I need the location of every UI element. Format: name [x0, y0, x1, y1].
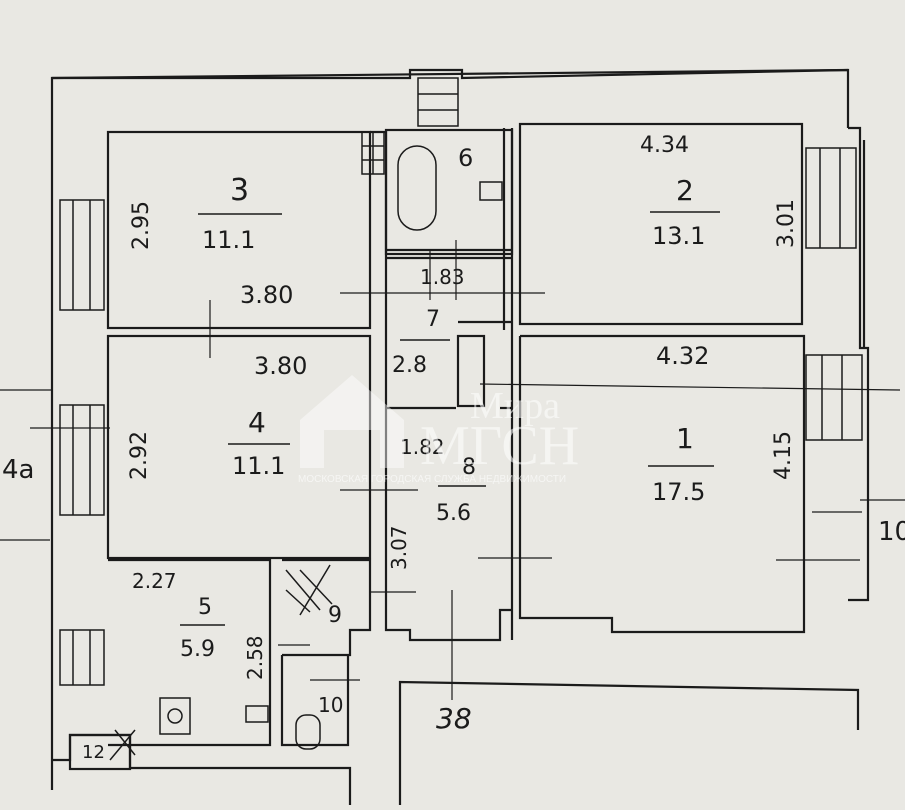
room-2-height: 3.01 [774, 199, 799, 248]
room-4-width: 3.80 [254, 352, 307, 380]
room-2-area: 13.1 [652, 222, 705, 250]
room-1-area: 17.5 [652, 478, 705, 506]
room-12-number: 12 [82, 742, 105, 763]
watermark-tagline: МОСКОВСКАЯ ГОРОДСКАЯ СЛУЖБА НЕДВИЖИМОСТИ [298, 474, 566, 485]
room-3-number: 3 [230, 173, 249, 208]
right-neighbor-label: 10 [878, 517, 905, 547]
watermark: Мира МГСН МОСКОВСКАЯ ГОРОДСКАЯ СЛУЖБА НЕ… [298, 375, 579, 485]
left-neighbor-label: 4a [2, 455, 34, 485]
room-5-number: 5 [198, 595, 212, 620]
room-7-number: 7 [426, 307, 440, 332]
room-4-number: 4 [248, 406, 266, 439]
stair-label: 38 [436, 702, 472, 735]
room-10-number: 10 [318, 693, 343, 717]
room-9-number: 9 [328, 603, 342, 628]
room-2-number: 2 [676, 174, 694, 207]
sink-icon [479, 181, 503, 201]
room-labels: 3 11.1 2.95 3.80 2 13.1 4.34 3.01 3.80 4… [2, 133, 905, 763]
room-7-width: 1.83 [420, 265, 465, 289]
room-8-number: 8 [462, 455, 476, 480]
stove-icon [159, 697, 191, 735]
room-4-area: 11.1 [232, 452, 285, 480]
windows [59, 77, 863, 686]
room-5-height: 2.58 [243, 635, 267, 680]
room-2-width: 4.34 [640, 133, 689, 158]
watermark-brand: Мира [470, 385, 560, 427]
room-1-width: 4.32 [656, 342, 709, 370]
room-3-area: 11.1 [202, 226, 255, 254]
sink-icon-kitchen [245, 705, 269, 723]
room-5-area: 5.9 [180, 637, 215, 662]
room-8-width: 1.82 [400, 435, 445, 459]
room-6-number: 6 [458, 144, 473, 172]
room-8-area: 5.6 [436, 501, 471, 526]
room-1-height: 4.15 [771, 431, 796, 480]
room-8-height: 3.07 [387, 525, 411, 570]
room-1-number: 1 [676, 422, 694, 455]
house-logo-icon [300, 375, 404, 468]
walls [50, 68, 870, 805]
room-4-height: 2.92 [127, 431, 152, 480]
watermark-name: МГСН [420, 415, 579, 477]
dimension-lines [0, 240, 905, 700]
bathtub-icon [397, 145, 437, 231]
toilet-icon [295, 714, 321, 750]
fixtures [109, 145, 503, 761]
room-7-area: 2.8 [392, 353, 427, 378]
room-3-width: 3.80 [240, 281, 293, 309]
room-3-height: 2.95 [129, 201, 154, 250]
room-5-width: 2.27 [132, 569, 177, 593]
